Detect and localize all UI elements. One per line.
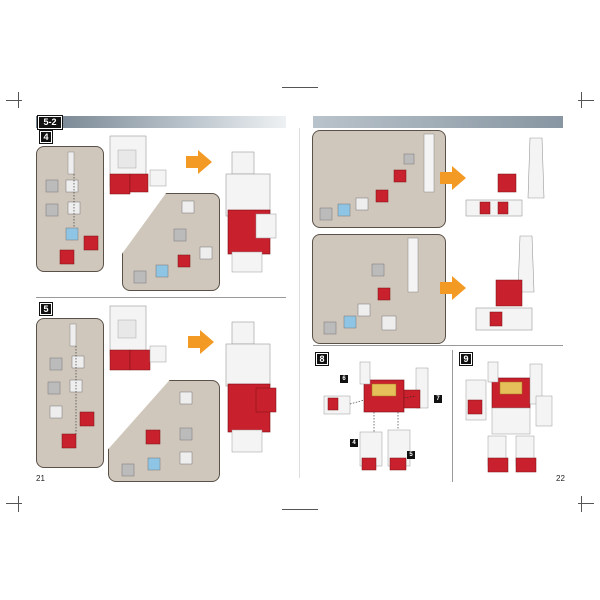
crop-mark: [578, 503, 594, 504]
page-number-right: 22: [556, 474, 565, 483]
step-5-robot-result: [225, 321, 277, 453]
step-5-badge: 5: [40, 303, 52, 315]
callout-step-4: 4: [350, 439, 358, 447]
step-6-parts-diagram: [319, 133, 435, 221]
left-header-bar: [36, 116, 286, 128]
step-6-panel: [312, 130, 446, 228]
crop-mark: [18, 496, 19, 512]
step-5-robot-body: [109, 305, 167, 371]
page-number-left: 21: [36, 474, 45, 483]
divider: [452, 350, 453, 482]
callout-step-7: 7: [434, 395, 442, 403]
step-9-badge: 9: [460, 353, 472, 365]
step-4-robot-result: [225, 151, 277, 273]
step-8-badge: 8: [316, 353, 328, 365]
step-4-arm-parts-diagram: [133, 200, 213, 284]
step-4-parts-diagram: [45, 151, 99, 265]
spine: [299, 128, 300, 478]
callout-step-6: 6: [340, 375, 348, 383]
step-4-badge: 4: [40, 131, 52, 143]
crop-mark: [282, 509, 318, 510]
step-7-arrow-icon: [440, 276, 466, 300]
step-9-completed-robot: [465, 361, 553, 473]
step-8-assembly-diagram: [323, 361, 429, 471]
step-7-parts-diagram: [323, 237, 419, 335]
step-7-result: [475, 235, 535, 331]
section-badge: 5-2: [38, 116, 62, 129]
step-5-arm-parts-diagram: [121, 391, 193, 477]
step-6-result: [465, 137, 545, 217]
crop-mark: [578, 100, 594, 101]
right-header-bar: [313, 116, 563, 128]
crop-mark: [282, 87, 318, 88]
crop-mark: [581, 496, 582, 512]
crop-mark: [6, 100, 22, 101]
step-5-arrow-icon: [188, 330, 214, 354]
step-6-arrow-icon: [440, 166, 466, 190]
crop-mark: [6, 503, 22, 504]
step-4-arrow-icon: [186, 150, 212, 174]
step-4-robot-body: [109, 135, 167, 195]
divider: [36, 297, 286, 298]
step-5-parts-diagram: [47, 323, 95, 449]
divider: [313, 345, 563, 346]
callout-step-5: 5: [407, 451, 415, 459]
